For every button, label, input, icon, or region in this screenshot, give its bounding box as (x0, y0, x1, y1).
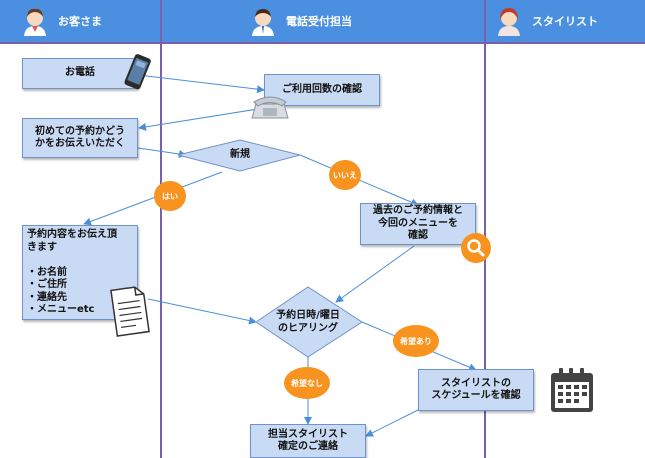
node-contact-stylist-text: 担当スタイリスト 確定のご連絡 (268, 428, 348, 453)
decision-diamond-hearing (255, 286, 363, 358)
document-icon (110, 286, 150, 337)
node-phone-call-text: お電話 (65, 67, 95, 79)
person-icon (498, 8, 520, 36)
lane-header-reception: 電話受付担当 (162, 0, 484, 42)
arrow-schedule-to-contact (365, 409, 419, 437)
badge-no-wish: 希望なし (284, 367, 330, 399)
node-contact-stylist: 担当スタイリスト 確定のご連絡 (250, 424, 366, 458)
arrow-check-to-first (138, 107, 265, 131)
node-check-schedule: スタイリストの スケジュールを確認 (418, 369, 534, 411)
node-past-info: 過去のご予約情報と 今回のメニューを 確認 (360, 203, 476, 245)
calendar-icon (551, 368, 593, 412)
person-icon (252, 9, 274, 36)
smartphone-icon (124, 54, 151, 90)
node-past-info-text: 過去のご予約情報と 今回のメニューを 確認 (373, 205, 463, 242)
person-icon (24, 8, 46, 36)
lane-header-customer: お客さま (0, 0, 160, 42)
decision-hearing-label: 予約日時/曜日 のヒアリング (276, 310, 340, 334)
node-check-schedule-text: スタイリストの スケジュールを確認 (431, 377, 521, 402)
badge-yes: はい (154, 181, 186, 211)
lane-separator (160, 0, 162, 458)
decision-new-label: 新規 (230, 149, 250, 160)
lane-header-stylist: スタイリスト (486, 0, 645, 42)
arrow-call-to-check (137, 74, 265, 94)
badge-no: いいえ (329, 160, 361, 190)
node-first-time: 初めての予約かどう かをお伝えいただく (22, 118, 138, 158)
arrow-first-to-decision (137, 147, 187, 158)
lane-label-reception: 電話受付担当 (286, 15, 352, 28)
magnifier-icon (461, 233, 491, 263)
decision-diamond-new (177, 139, 302, 172)
lane-label-customer: お客さま (58, 15, 102, 28)
node-tell-details-text: 予約内容をお伝え頂 きます ・お名前 ・ご住所 ・連絡先 ・メニューetc (27, 229, 117, 315)
arrow-past-to-hearing (335, 245, 415, 303)
lane-separator (484, 0, 486, 458)
arrow-yes-to-details (83, 171, 223, 226)
header-divider (0, 42, 645, 44)
telephone-icon (251, 96, 289, 119)
node-check-usage: ご利用回数の確認 (264, 74, 380, 106)
badge-wish: 希望あり (393, 325, 439, 357)
arrow-details-to-hearing (147, 298, 257, 325)
node-check-usage-text: ご利用回数の確認 (282, 83, 362, 95)
lane-label-stylist: スタイリスト (532, 15, 598, 28)
node-first-time-text: 初めての予約かどう かをお伝えいただく (35, 125, 125, 150)
